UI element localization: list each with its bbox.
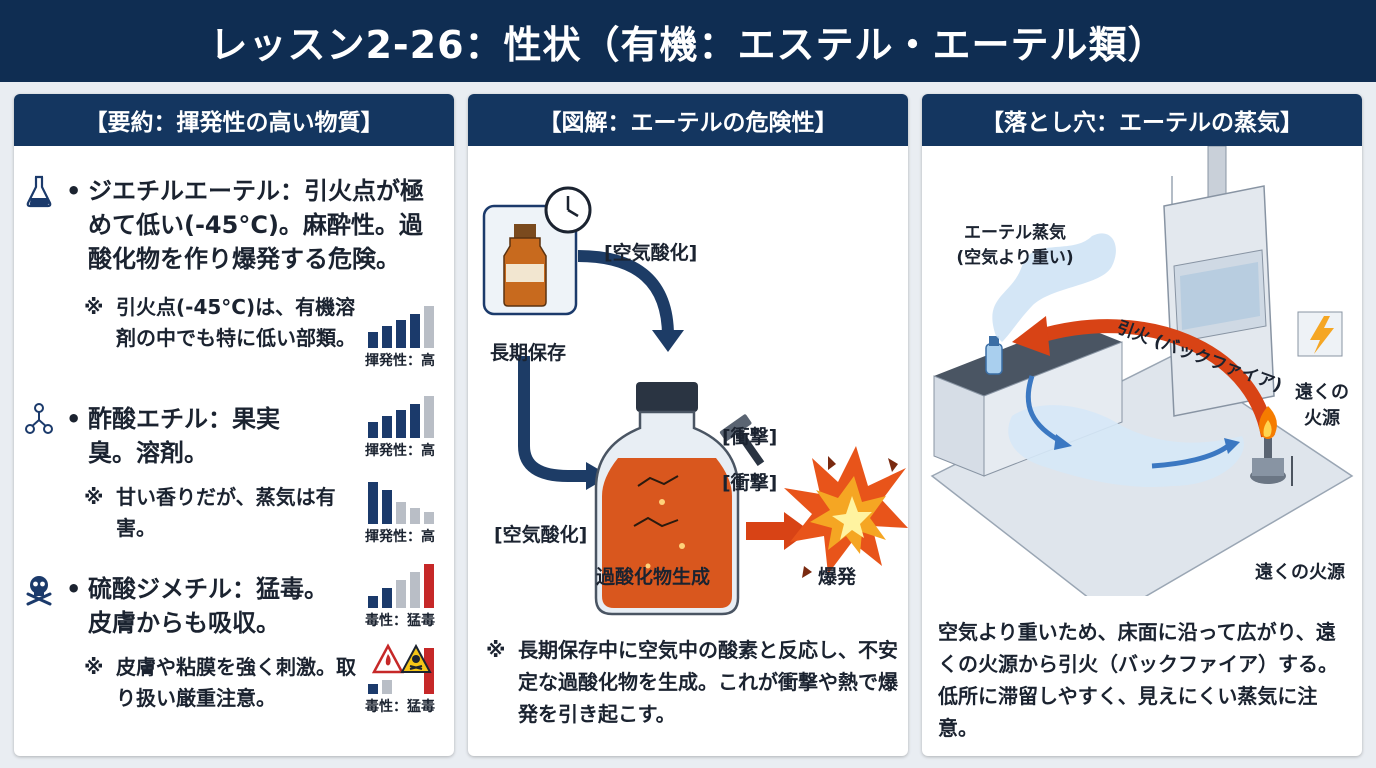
shock-label-top: [衝撃] [722,426,778,448]
vapor-cloud-floor [1008,405,1244,487]
storage-label: 長期保存 [490,342,567,364]
pitfall-panel-header: 【落とし穴：エーテルの蒸気】 [922,94,1362,146]
bottle-cap [636,382,698,412]
bullet: • [66,575,82,603]
item-text: 酢酸エチル：果実臭。溶剤。 [88,405,280,467]
summary-panel: 【要約：揮発性の高い物質】 • ジエチルエーテル：引火点が極めて低い(-45°C… [14,94,454,756]
item-note: 引火点(-45°C)は、有機溶剤の中でも特に低い部類。 [116,295,356,350]
volatility-mini-chart-2: 揮発性：高 [354,478,446,546]
note-mark: ※ [486,638,506,662]
hammer-icon [719,414,765,467]
note-mark: ※ [84,655,104,679]
mini-chart-label: 揮発性：高 [365,529,435,545]
oxidation-arrow-bottom [518,356,588,482]
diagram-panel: 【図解：エーテルの危険性】 [468,94,908,756]
note-mark: ※ [84,485,104,509]
oxidation-label-bottom: [空気酸化] [494,524,588,546]
shock-arrow [746,522,786,540]
page-title: レッスン2-26：性状（有機：エステル・エーテル類） [209,22,1167,67]
volatility-mini-chart: 揮発性：高 [354,302,446,370]
fume-hood [1163,146,1275,417]
ignition-source-icon [1297,311,1343,357]
pitfall-explanation: 空気より重いため、床面に沿って広がり、遠くの火源から引火（バックファイア）する。… [938,620,1338,740]
item-text: 硫酸ジメチル：猛毒。皮膚からも吸収。 [88,575,328,637]
ignition-source-label: 遠くの 火源 [1295,382,1349,429]
explosion-label: 爆発 [818,566,857,588]
vapor-cloud-top [992,233,1116,342]
toxicity-hazard-chart: 毒性：猛毒 [354,642,446,716]
mini-chart-label: 毒性：猛毒 [365,613,435,629]
backfire-arrow [1038,319,1275,438]
toxicity-mini-chart: 毒性：猛毒 [354,562,446,630]
bullet: • [66,405,82,433]
flask-icon [26,175,52,208]
item-note: 皮膚や粘膜を強く刺激。取り扱い厳重注意。 [116,655,356,710]
explosion-icon [784,446,908,578]
volatility-mini-chart: 揮発性：高 [354,392,446,460]
diagram-note-text: 長期保存中に空気中の酸素と反応し、不安定な過酸化物を生成。これが衝撃や熱で爆発を… [518,638,898,726]
diagram-panel-header: 【図解：エーテルの危険性】 [468,94,908,146]
shock-label-bottom: [衝撃] [722,472,778,494]
mini-chart-label: 毒性：猛毒 [365,699,435,715]
pitfall-panel: 【落とし穴：エーテルの蒸気】 [922,94,1362,756]
vapor-flow-arrow [1025,375,1064,445]
mini-chart-label: 揮発性：高 [365,443,435,459]
note-mark: ※ [84,295,104,319]
skull-crossbones-icon [26,576,52,606]
oxidation-arrow-top [577,250,674,337]
ether-hazard-diagram [482,186,908,616]
peroxide-label: 過酸化物生成 [596,566,711,588]
item-text: ジエチルエーテル：引火点が極めて低い(-45°C)。麻酔性。過酸化物を作り爆発す… [88,177,424,273]
vapor-label: エーテル蒸気 (空気より重い) [956,223,1074,268]
ether-flask-icon [985,343,1003,375]
oxidation-label-top: [空気酸化] [604,242,698,264]
vapor-backfire-scene [930,146,1354,596]
bullet: • [66,177,82,205]
ignition-source-bottom-label: 遠くの火源 [1255,562,1345,583]
diagram-note: ※ 長期保存中に空気中の酸素と反応し、不安定な過酸化物を生成。これが衝撃や熱で爆… [486,634,902,730]
summary-panel-header: 【要約：揮発性の高い物質】 [14,94,454,146]
burner-icon [1250,406,1286,484]
item-note: 甘い香りだが、蒸気は有害。 [116,485,336,540]
mini-chart-label: 揮発性：高 [365,353,435,369]
title-bar: レッスン2-26：性状（有機：エステル・エーテル類） [0,0,1376,82]
molecule-icon [25,403,53,434]
